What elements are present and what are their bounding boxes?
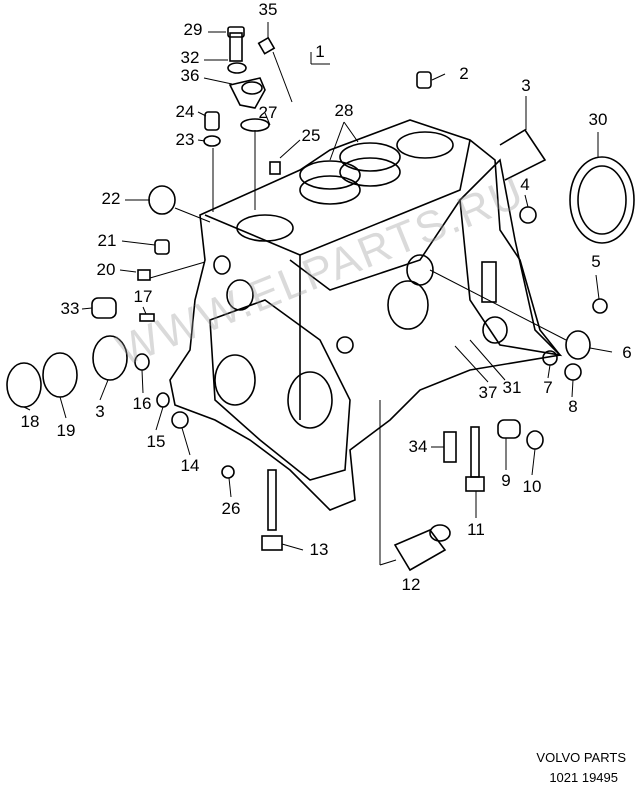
callout-33: 33 xyxy=(60,299,80,318)
callout-19: 19 xyxy=(56,421,76,440)
cylinder-bore xyxy=(299,160,361,190)
callout-23: 23 xyxy=(175,130,195,149)
callout-10: 10 xyxy=(522,477,542,496)
footer-brand: VOLVO PARTS xyxy=(536,750,626,765)
callout-4: 4 xyxy=(520,175,530,194)
callout-29: 29 xyxy=(183,20,203,39)
callout-32: 32 xyxy=(180,48,200,67)
callout-20: 20 xyxy=(96,260,116,279)
callout-16: 16 xyxy=(132,394,152,413)
callout-30: 30 xyxy=(588,110,608,129)
callout-12: 12 xyxy=(401,575,421,594)
callout-27: 27 xyxy=(258,103,278,122)
sleeve-2 xyxy=(416,71,432,89)
callout-15: 15 xyxy=(146,432,166,451)
callout-14: 14 xyxy=(180,456,200,475)
plug-22 xyxy=(148,185,176,215)
callout-35: 35 xyxy=(258,0,278,19)
callout-18: 18 xyxy=(20,412,40,431)
callout-21: 21 xyxy=(97,231,117,250)
callout-9: 9 xyxy=(501,471,511,490)
cylinder-bore xyxy=(339,142,401,172)
callout-24: 24 xyxy=(175,102,195,121)
group-label: 1 xyxy=(315,42,325,61)
callout-13: 13 xyxy=(309,540,329,559)
callout-3: 3 xyxy=(521,76,531,95)
callout-34: 34 xyxy=(408,437,428,456)
callout-26: 26 xyxy=(221,499,241,518)
callout-6: 6 xyxy=(622,343,632,362)
callout-25: 25 xyxy=(301,126,321,145)
seal-30 xyxy=(569,156,635,244)
callout-8: 8 xyxy=(568,397,578,416)
callout-36: 36 xyxy=(180,66,200,85)
callout-5: 5 xyxy=(591,252,601,271)
footer-code: 1021 19495 xyxy=(549,770,618,785)
callout-22: 22 xyxy=(101,189,121,208)
callout-3b: 3 xyxy=(95,402,105,421)
callout-31: 31 xyxy=(502,378,522,397)
callout-17: 17 xyxy=(133,287,153,306)
callout-11: 11 xyxy=(467,520,485,539)
callout-7: 7 xyxy=(543,378,553,397)
callout-2: 2 xyxy=(459,64,469,83)
callout-28: 28 xyxy=(334,101,354,120)
callout-37: 37 xyxy=(478,383,498,402)
